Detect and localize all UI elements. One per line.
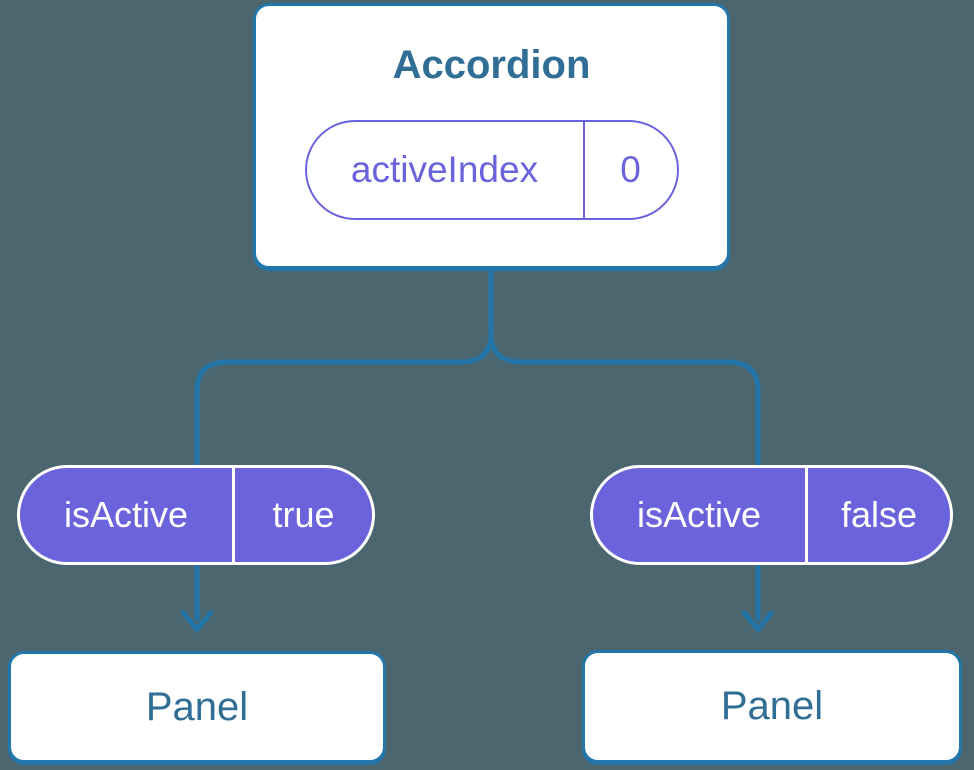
state-value: 0 xyxy=(582,122,677,218)
panel-component-card: Panel xyxy=(8,651,386,763)
panel-component-card: Panel xyxy=(582,650,962,763)
prop-pill-isactive-false: isActive false xyxy=(590,465,953,565)
connector-branch-left xyxy=(194,269,494,621)
state-name-label: activeIndex xyxy=(350,149,539,190)
arrow-down-icon xyxy=(742,610,774,634)
panel-title: Panel xyxy=(720,684,824,728)
connector-branch-right xyxy=(488,269,761,621)
arrow-down-icon xyxy=(181,610,213,634)
prop-name-label: isActive xyxy=(636,494,762,535)
prop-value: false xyxy=(805,468,950,562)
prop-value: true xyxy=(232,468,372,562)
panel-title: Panel xyxy=(145,684,249,729)
prop-name-label: isActive xyxy=(63,494,189,535)
accordion-title: Accordion xyxy=(392,43,591,87)
state-pill: activeIndex 0 xyxy=(304,120,679,220)
prop-pill-isactive-true: isActive true xyxy=(17,465,375,565)
accordion-component-card: Accordion activeIndex 0 xyxy=(253,3,730,269)
